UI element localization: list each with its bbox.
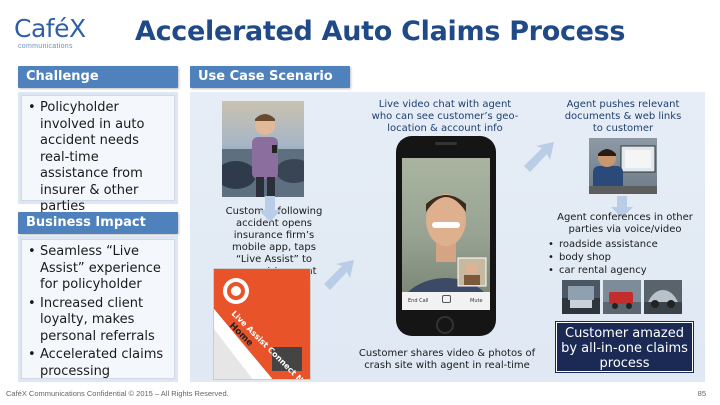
down-arrow-icon bbox=[611, 196, 633, 218]
step2-text: Live video chat with agent who can see c… bbox=[371, 99, 519, 134]
cafex-logo: CaféX communications bbox=[14, 14, 96, 54]
business-impact-panel: Seamless “Live Assist” experience for po… bbox=[18, 236, 178, 382]
step3-text: Agent pushes relevant documents & web li… bbox=[564, 99, 682, 134]
slide-title: Accelerated Auto Claims Process bbox=[135, 16, 626, 47]
logo-wordmark: CaféX bbox=[14, 14, 86, 43]
use-case-header: Use Case Scenario bbox=[190, 66, 350, 88]
step5-text: Agent conferences in other parties via v… bbox=[557, 212, 693, 235]
home-button-icon bbox=[436, 316, 454, 334]
down-arrow-icon bbox=[259, 196, 281, 222]
phone-mockup: End Call Mute bbox=[396, 136, 496, 336]
camera-icon[interactable] bbox=[442, 295, 451, 303]
business-impact-header: Business Impact bbox=[18, 212, 178, 234]
up-right-arrow-icon bbox=[324, 260, 354, 290]
agent-photo bbox=[589, 138, 657, 194]
step4-text: Customer shares video & photos of crash … bbox=[358, 348, 536, 371]
party-item: roadside assistance bbox=[548, 238, 688, 251]
impact-item: Increased client loyalty, makes personal… bbox=[28, 296, 168, 346]
conference-parties-list: roadside assistance body shop car rental… bbox=[548, 238, 688, 277]
phone-screen: End Call Mute bbox=[402, 158, 490, 310]
challenge-panel: Policyholder involved in auto accident n… bbox=[18, 92, 178, 214]
outcome-box: Customer amazed by all-in-one claims pro… bbox=[555, 321, 694, 373]
body-shop-photo bbox=[562, 280, 600, 314]
impact-item: Seamless “Live Assist” experience for po… bbox=[28, 244, 168, 294]
call-controls-bar: End Call Mute bbox=[402, 292, 490, 310]
footer-confidential: CaféX Communications Confidential © 2015… bbox=[6, 389, 229, 398]
challenge-text: Policyholder involved in auto accident n… bbox=[28, 100, 168, 216]
mute-button[interactable]: Mute bbox=[470, 298, 483, 304]
party-item: body shop bbox=[548, 251, 688, 264]
logo-tagline: communications bbox=[18, 43, 73, 50]
phone-speaker bbox=[435, 142, 457, 145]
challenge-header: Challenge bbox=[18, 66, 178, 88]
party-item: car rental agency bbox=[548, 264, 688, 277]
page-number: 85 bbox=[697, 389, 706, 398]
live-assist-app-card: Live Assist Connect Now Home bbox=[213, 268, 311, 380]
rental-car-photo bbox=[644, 280, 682, 314]
up-right-arrow-icon bbox=[524, 142, 554, 172]
end-call-button[interactable]: End Call bbox=[408, 298, 429, 304]
accident-photo bbox=[222, 101, 304, 197]
tow-truck-photo bbox=[603, 280, 641, 314]
impact-item: Accelerated claims processing bbox=[28, 347, 168, 380]
